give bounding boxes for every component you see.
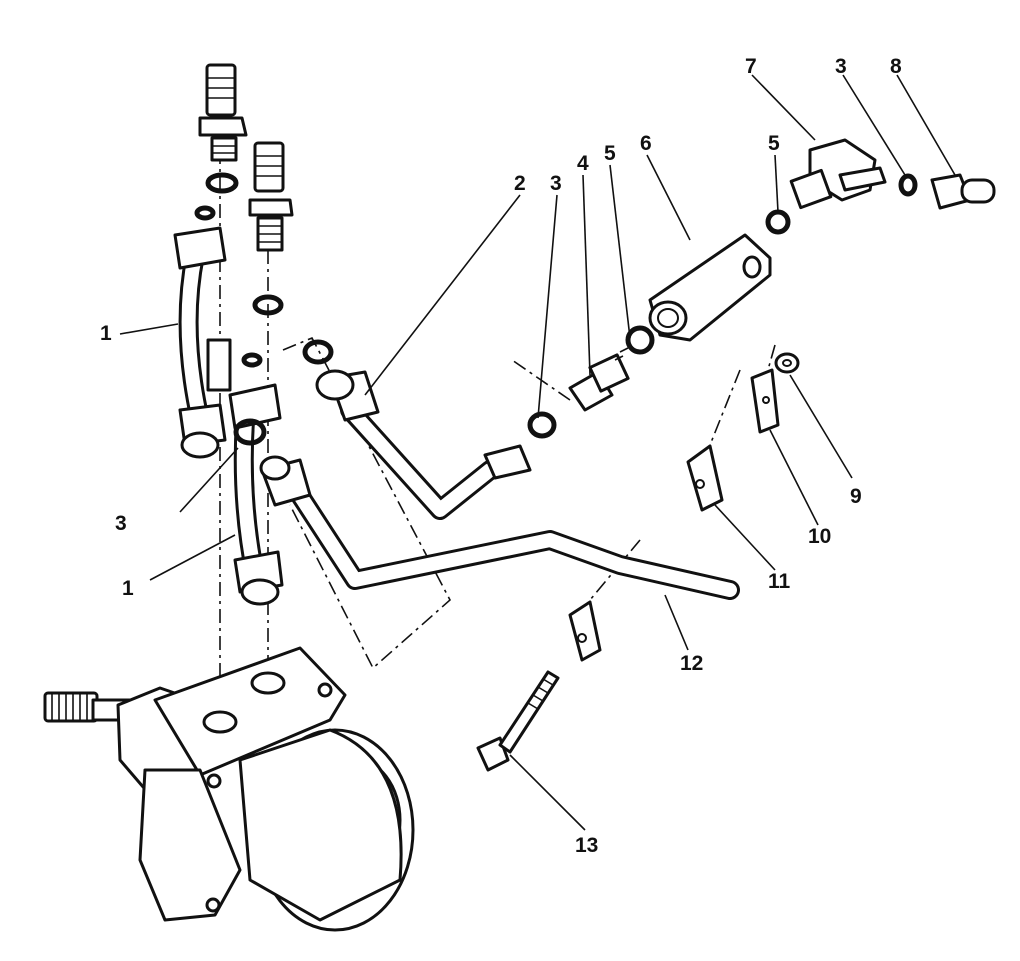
clamp-block-lower bbox=[568, 600, 602, 662]
bolt-13 bbox=[476, 670, 560, 772]
callout-3-middle: 3 bbox=[550, 172, 562, 195]
callout-6: 6 bbox=[640, 132, 652, 155]
fitting-8 bbox=[930, 173, 996, 210]
callout-13: 13 bbox=[575, 834, 598, 857]
callout-1-upper: 1 bbox=[100, 322, 112, 345]
pump-body bbox=[43, 646, 415, 932]
callout-9: 9 bbox=[850, 485, 862, 508]
fuel-line-2 bbox=[315, 369, 532, 520]
clamp-block-11 bbox=[686, 444, 724, 512]
alignment-lines bbox=[219, 150, 776, 720]
union-fitting-4 bbox=[568, 347, 630, 412]
plate-10 bbox=[750, 368, 780, 434]
callout-2: 2 bbox=[514, 172, 526, 195]
callout-8: 8 bbox=[890, 55, 902, 78]
callout-5-left: 5 bbox=[604, 142, 616, 165]
tube-assembly-upper bbox=[173, 226, 232, 459]
callout-11: 11 bbox=[768, 570, 791, 593]
filter-housing-6 bbox=[648, 233, 772, 342]
elbow-fitting-7 bbox=[789, 138, 887, 210]
callout-3-left: 3 bbox=[115, 512, 127, 535]
callout-4: 4 bbox=[577, 152, 589, 175]
callout-3-right: 3 bbox=[835, 55, 847, 78]
fuel-line-12 bbox=[259, 455, 740, 600]
nut-9 bbox=[774, 352, 800, 374]
callout-12: 12 bbox=[680, 652, 703, 675]
callout-labels: 1 1 2 3 3 3 4 5 5 6 7 8 9 10 11 12 13 bbox=[100, 55, 902, 857]
callout-7: 7 bbox=[745, 55, 757, 78]
leader-lines bbox=[119, 74, 956, 831]
callout-1-lower: 1 bbox=[122, 577, 134, 600]
upper-fitting-right bbox=[248, 141, 294, 252]
callout-5-right: 5 bbox=[768, 132, 780, 155]
upper-fitting-left bbox=[198, 63, 248, 162]
tube-assembly-lower bbox=[228, 383, 284, 606]
callout-10: 10 bbox=[808, 525, 831, 548]
